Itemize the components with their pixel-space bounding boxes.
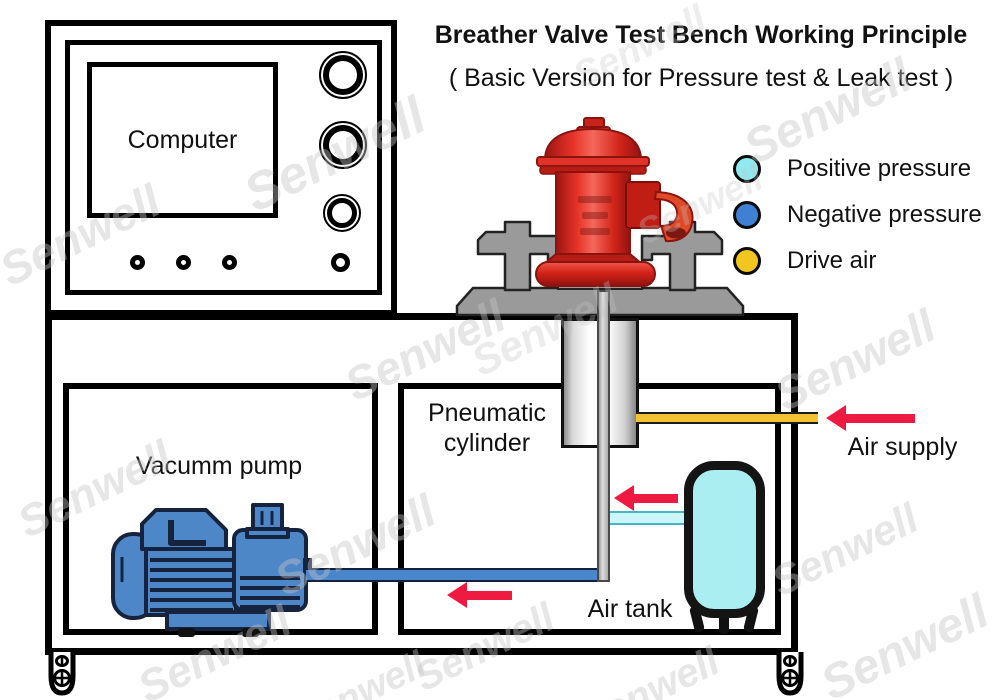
legend-label: Drive air [787,247,877,274]
indicator-dot-icon [130,255,145,270]
tank-flow-arrow-icon [614,485,678,511]
gauge-knob-icon [319,51,367,99]
title-line-2: ( Basic Version for Pressure test & Leak… [448,63,954,92]
breather-valve-illustration [535,117,694,287]
bench-frame [45,313,798,655]
piston-rod [597,290,610,582]
indicator-dot-icon [222,255,237,270]
legend-item-drive-air: Drive air [733,238,982,284]
clamp-left [476,220,560,292]
arrow-shaft [846,413,915,423]
gauge-knob-icon [323,194,361,232]
bench-foot-left-icon [48,652,76,696]
clamp-right [640,220,724,292]
arrow-head [447,582,467,608]
computer-label: Computer [127,125,238,154]
air-supply-arrow-icon [826,405,915,431]
computer-screen: Computer [87,62,278,218]
pneumatic-cylinder-label: Pneumatic cylinder [427,399,547,457]
valve-embossed-marks [578,196,612,235]
drive-air-swatch-icon [733,247,761,275]
air-tank-label: Air tank [587,595,673,623]
console-panel [65,40,382,295]
positive-pressure-pipe [608,511,690,525]
vacuum-pump-label: Vacumm pump [135,452,303,480]
legend-label: Positive pressure [787,155,972,182]
watermark-text: Senwell [813,585,997,700]
legend-label: Negative pressure [787,201,982,228]
arrow-head [614,485,634,511]
air-tank [684,461,765,618]
indicator-dot-icon [331,253,350,272]
positive-pressure-swatch-icon [733,155,761,183]
negative-pressure-pipe [306,568,602,582]
legend: Positive pressure Negative pressure Driv… [733,146,982,284]
legend-item-positive-pressure: Positive pressure [733,146,982,192]
arrow-shaft [467,590,512,600]
vacuum-pump-compartment [63,383,378,635]
gauge-knob-icon [319,121,367,169]
drive-air-pipe [636,412,818,424]
indicator-dot-icon [176,255,191,270]
arrow-shaft [634,493,678,503]
air-supply-label: Air supply [847,433,958,461]
title-line-1: Breather Valve Test Bench Working Princi… [434,21,968,49]
arrow-head [826,405,846,431]
legend-item-negative-pressure: Negative pressure [733,192,982,238]
negative-pressure-swatch-icon [733,201,761,229]
bench-foot-right-icon [776,652,804,696]
pump-flow-arrow-icon [447,582,512,608]
diagram-title: Breather Valve Test Bench Working Princi… [405,14,997,99]
